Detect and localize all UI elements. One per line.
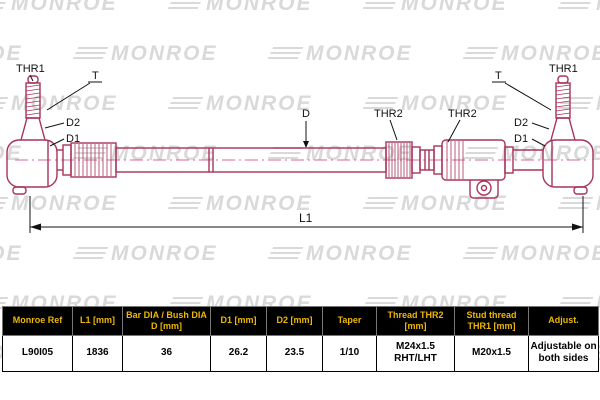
watermark-tile: MONROE xyxy=(0,192,118,216)
watermark-tile: MONROE xyxy=(461,242,600,266)
watermark-tile: MONROE xyxy=(0,242,23,266)
value-stud-thr1: M20x1.5 xyxy=(454,334,529,372)
watermark-text: MONROE xyxy=(0,42,23,65)
right-stud-threads xyxy=(555,84,571,116)
left-stud-threads xyxy=(25,84,41,116)
spec-data-row: L90I05 1836 36 26.2 23.5 1/10 M24x1.5 RH… xyxy=(2,334,599,372)
watermark-text: MONROE xyxy=(206,0,313,15)
watermark-tile: MONROE xyxy=(361,92,508,116)
watermark-text: MONROE xyxy=(501,142,600,165)
label-l1: L1 xyxy=(299,211,313,225)
label-d1-right: D1 xyxy=(514,133,528,145)
header-bar-dia: Bar DIA / Bush DIA D [mm] xyxy=(122,306,211,336)
watermark-tile: MONROE xyxy=(556,292,600,316)
thread-section-right xyxy=(385,141,443,179)
watermark-tile: MONROE xyxy=(556,92,600,116)
watermark-tile: MONROE xyxy=(266,242,413,266)
watermark-text: MONROE xyxy=(306,242,413,265)
watermark-tile: MONROE xyxy=(71,42,218,66)
label-thr1-left: THR1 xyxy=(16,63,45,75)
watermark-text: MONROE xyxy=(11,0,118,15)
watermark-text: MONROE xyxy=(11,192,118,215)
clamp-bolt xyxy=(476,180,492,196)
watermark-text: MONROE xyxy=(0,142,23,165)
watermark-text: MONROE xyxy=(111,42,218,65)
watermark-tile: MONROE xyxy=(556,192,600,216)
annotations: THR1 T D2 D1 D THR2 THR2 T THR1 D2 D1 xyxy=(16,63,578,148)
watermark-tile: MONROE xyxy=(266,42,413,66)
watermark-text: MONROE xyxy=(401,0,508,15)
watermark-text: MONROE xyxy=(111,242,218,265)
value-thread-thr2: M24x1.5 RHT/LHT xyxy=(376,334,455,372)
label-thr2-a: THR2 xyxy=(374,108,403,120)
label-t-left: T xyxy=(92,70,99,82)
header-thread-thr2: Thread THR2 [mm] xyxy=(376,306,455,336)
spec-table: Monroe Ref L1 [mm] Bar DIA / Bush DIA D … xyxy=(2,306,599,372)
header-monroe-ref: Monroe Ref xyxy=(2,306,73,336)
watermark-text: MONROE xyxy=(0,242,23,265)
value-bar-dia: 36 xyxy=(122,334,211,372)
header-adjust: Adjust. xyxy=(528,306,599,336)
right-ball-joint xyxy=(542,75,594,195)
value-d1: 26.2 xyxy=(210,334,267,372)
watermark-tile: MONROE xyxy=(0,142,23,166)
watermark-tile: MONROE xyxy=(461,142,600,166)
dimension-l1: L1 xyxy=(29,196,584,233)
watermark-tile: MONROE xyxy=(0,0,118,16)
value-l1: 1836 xyxy=(72,334,123,372)
watermark-text: MONROE xyxy=(206,92,313,115)
neck-right xyxy=(504,146,543,174)
label-t-right: T xyxy=(495,70,502,82)
label-d2-right: D2 xyxy=(514,117,528,129)
spec-header-row: Monroe Ref L1 [mm] Bar DIA / Bush DIA D … xyxy=(2,306,599,336)
value-d2: 23.5 xyxy=(266,334,323,372)
header-stud-thr1: Stud thread THR1 [mm] xyxy=(454,306,529,336)
watermark-text: MONROE xyxy=(596,292,600,316)
watermark-text: MONROE xyxy=(501,42,600,65)
header-l1: L1 [mm] xyxy=(72,306,123,336)
watermark-text: MONROE xyxy=(596,192,600,216)
watermark-tile: MONROE xyxy=(461,42,600,66)
value-monroe-ref: L90I05 xyxy=(2,334,73,372)
watermark-tile: MONROE xyxy=(0,42,23,66)
watermark-tile: MONROE xyxy=(556,0,600,16)
watermark-tile: MONROE xyxy=(166,92,313,116)
watermark-text: MONROE xyxy=(206,192,313,215)
header-d1: D1 [mm] xyxy=(210,306,267,336)
left-ball-joint xyxy=(6,75,58,195)
value-taper: 1/10 xyxy=(322,334,377,372)
clamp-right xyxy=(441,139,506,199)
value-adjust: Adjustable on both sides xyxy=(528,334,599,372)
watermark-text: MONROE xyxy=(501,242,600,265)
label-d2-left: D2 xyxy=(66,117,80,129)
watermark-tile: MONROE xyxy=(361,0,508,16)
watermark-tile: MONROE xyxy=(166,192,313,216)
label-d: D xyxy=(302,108,310,120)
header-taper: Taper xyxy=(322,306,377,336)
watermark-text: MONROE xyxy=(596,0,600,16)
tie-rod-diagram: THR1 T D2 D1 D THR2 THR2 T THR1 D2 D1 xyxy=(6,63,594,233)
header-d2: D2 [mm] xyxy=(266,306,323,336)
watermark-text: MONROE xyxy=(596,92,600,116)
watermark-text: MONROE xyxy=(306,42,413,65)
label-thr1-right: THR1 xyxy=(549,63,578,75)
label-thr2-b: THR2 xyxy=(448,108,477,120)
label-d1-left: D1 xyxy=(66,133,80,145)
watermark-tile: MONROE xyxy=(71,242,218,266)
watermark-text: MONROE xyxy=(401,92,508,115)
watermark-tile: MONROE xyxy=(166,0,313,16)
